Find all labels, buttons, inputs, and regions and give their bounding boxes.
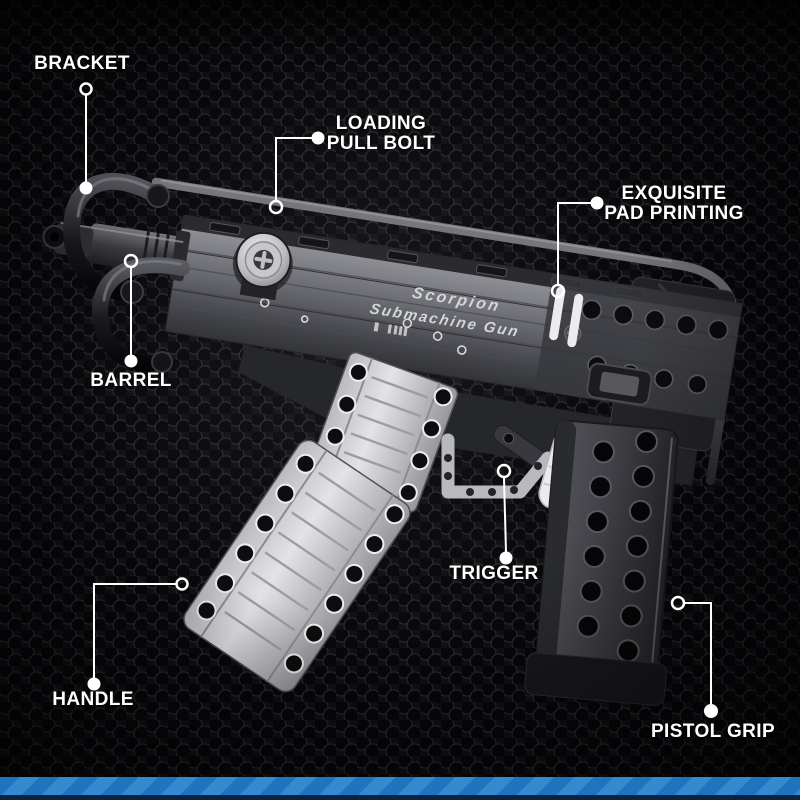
- callout-leader-loading-pull-bolt: [268, 131, 325, 215]
- callout-dot: [87, 677, 101, 691]
- callout-label-pistol-grip: PISTOL GRIP: [651, 722, 775, 742]
- callout-leader-bracket: [79, 82, 93, 195]
- callout-ring: [550, 283, 566, 299]
- callout-leader-pistol-grip: [670, 595, 718, 718]
- callout-text: PAD PRINTING: [604, 203, 744, 224]
- callout-ring: [268, 199, 284, 215]
- callout-label-handle: HANDLE: [52, 690, 134, 710]
- callout-text: BARREL: [90, 370, 172, 391]
- callout-dot: [590, 196, 604, 210]
- callout-dot: [499, 551, 513, 565]
- callout-dot: [124, 354, 138, 368]
- callout-leader-handle: [87, 577, 189, 691]
- callout-dot: [79, 181, 93, 195]
- callout-label-bracket: BRACKET: [34, 54, 130, 74]
- callout-leader-exquisite-pad-printing: [550, 196, 604, 299]
- callout-ring: [123, 253, 139, 269]
- top-shade-overlay: [0, 0, 800, 220]
- callout-text: LOADING: [335, 113, 427, 134]
- callout-ring: [175, 577, 189, 591]
- callout-text: BRACKET: [34, 53, 130, 74]
- callout-leader-trigger: [496, 463, 513, 565]
- callout-leader-barrel: [123, 253, 139, 368]
- bottom-accent-stripe: [0, 777, 800, 795]
- callout-label-exquisite-pad-printing: EXQUISITE PAD PRINTING: [604, 184, 744, 224]
- callout-text: TRIGGER: [449, 563, 539, 584]
- callout-label-trigger: TRIGGER: [449, 564, 538, 584]
- callout-label-barrel: BARREL: [90, 371, 172, 391]
- callout-leaders: [79, 82, 718, 718]
- callout-dot: [311, 131, 325, 145]
- callout-text: PULL BOLT: [326, 133, 436, 154]
- callout-text: PISTOL GRIP: [650, 721, 776, 742]
- callout-text: EXQUISITE: [621, 183, 727, 204]
- callout-label-loading-pull-bolt: LOADING PULL BOLT: [327, 114, 435, 154]
- bottom-accent-stripe-edge: [0, 795, 800, 800]
- callout-dot: [704, 704, 718, 718]
- callout-ring: [496, 463, 512, 479]
- callout-ring: [79, 82, 93, 96]
- callout-text: HANDLE: [52, 689, 134, 710]
